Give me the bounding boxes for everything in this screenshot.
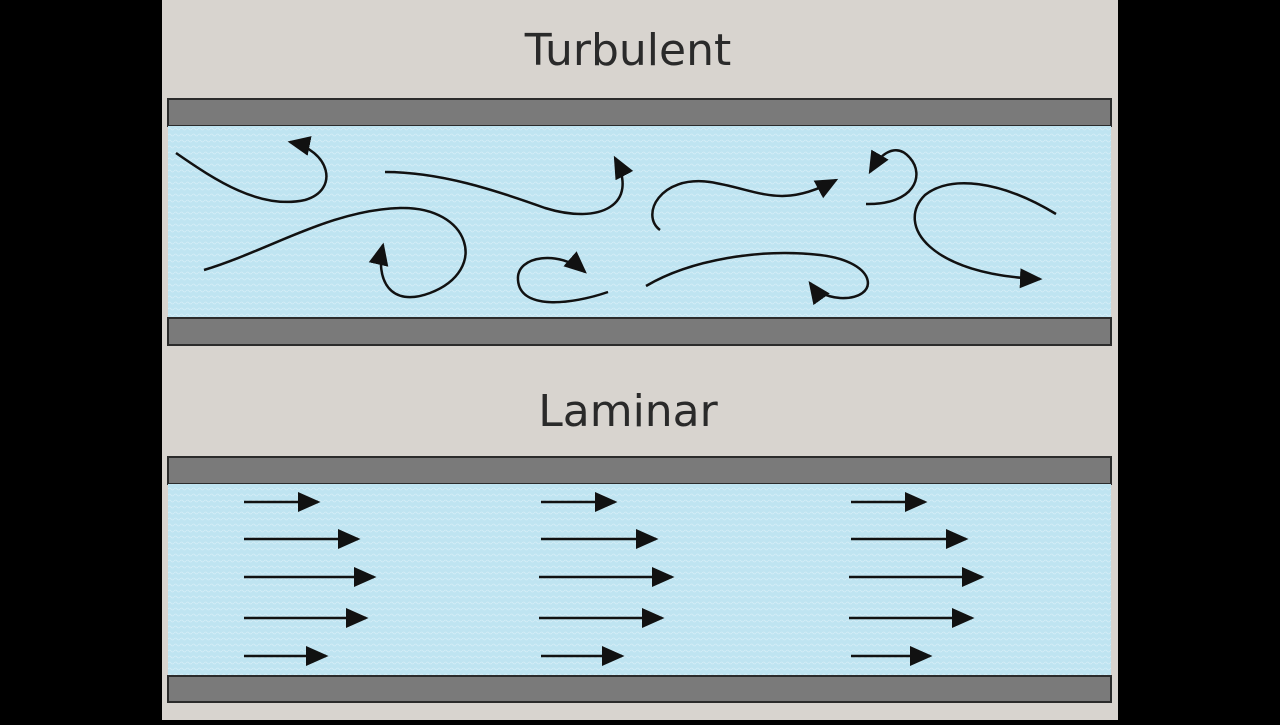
turbulent-pipe	[167, 98, 1112, 346]
turbulent-pipe-top-wall	[167, 98, 1112, 127]
letterbox-right	[1118, 0, 1280, 720]
laminar-fluid	[168, 484, 1111, 676]
swirl-arrow	[645, 251, 869, 306]
laminar-pipe	[167, 456, 1112, 703]
turbulent-swirls	[175, 136, 1057, 306]
swirl-arrow	[865, 149, 918, 206]
swirl-arrow	[203, 206, 467, 299]
swirl-arrow	[384, 155, 634, 216]
swirl-arrow	[516, 251, 609, 304]
laminar-pipe-bottom-wall	[167, 675, 1112, 703]
turbulent-label: Turbulent	[524, 25, 731, 76]
letterbox-left	[0, 0, 162, 720]
turbulent-fluid	[168, 126, 1111, 318]
laminar-label: Laminar	[538, 386, 718, 437]
laminar-arrows	[244, 492, 985, 666]
swirl-arrow	[175, 136, 328, 204]
swirl-arrow	[913, 181, 1057, 289]
laminar-pipe-top-wall	[167, 456, 1112, 485]
swirl-arrow	[651, 178, 839, 231]
turbulent-pipe-bottom-wall	[167, 317, 1112, 346]
